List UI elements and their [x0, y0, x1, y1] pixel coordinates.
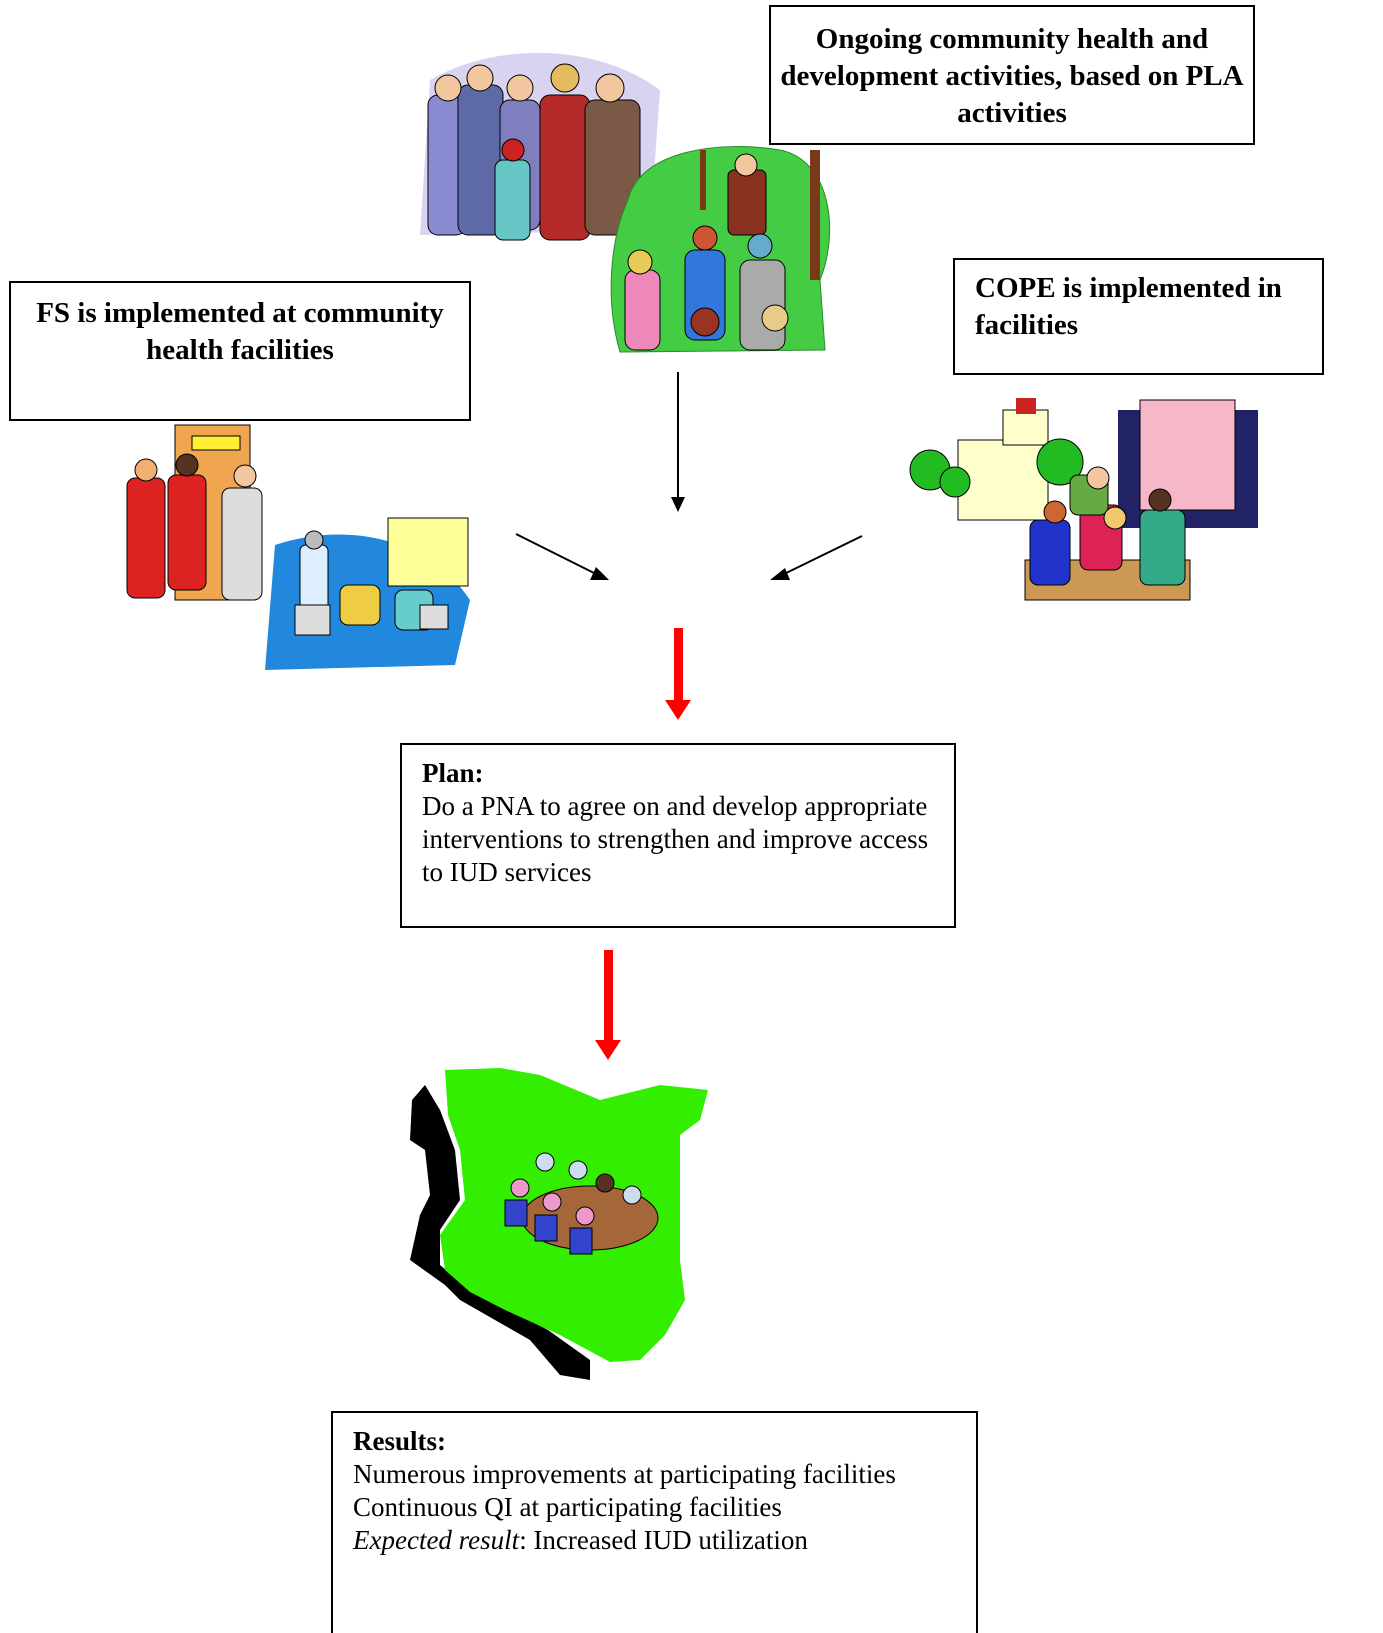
results-line-2: Continuous QI at participating facilitie… — [353, 1492, 782, 1522]
fs-text: FS is implemented at community health fa… — [36, 297, 444, 366]
results-title: Results: — [353, 1426, 446, 1456]
kenya-map-illustration — [410, 1068, 708, 1380]
results-line-3-italic: Expected result — [353, 1525, 520, 1555]
results-line-3-rest: : Increased IUD utilization — [519, 1525, 808, 1555]
cope-box: COPE is implemented in facilities — [953, 258, 1324, 375]
red-arrow-to-map — [595, 950, 621, 1060]
arrow-fs-diagonal — [515, 533, 601, 577]
results-line-1: Numerous improvements at participating f… — [353, 1459, 896, 1489]
outdoor-meeting-illustration — [610, 146, 831, 353]
fs-box: FS is implemented at community health fa… — [9, 281, 471, 421]
plan-title: Plan: — [422, 758, 484, 788]
community-activities-box: Ongoing community health and development… — [769, 5, 1255, 145]
people-crowd-illustration — [420, 52, 660, 241]
plan-box: Plan: Do a PNA to agree on and develop a… — [400, 743, 956, 928]
plan-body: Do a PNA to agree on and develop appropr… — [422, 791, 929, 887]
facility-staff-and-computers-illustration — [126, 424, 470, 670]
community-activities-text: Ongoing community health and development… — [780, 23, 1244, 129]
results-box: Results: Numerous improvements at partic… — [331, 1411, 978, 1633]
hospital-and-meeting-illustration — [909, 398, 1258, 601]
results-line-3: Expected result: Increased IUD utilizati… — [353, 1524, 956, 1557]
red-arrow-to-plan — [665, 628, 691, 720]
cope-text: COPE is implemented in facilities — [975, 272, 1282, 341]
arrow-cope-diagonal — [779, 535, 863, 577]
